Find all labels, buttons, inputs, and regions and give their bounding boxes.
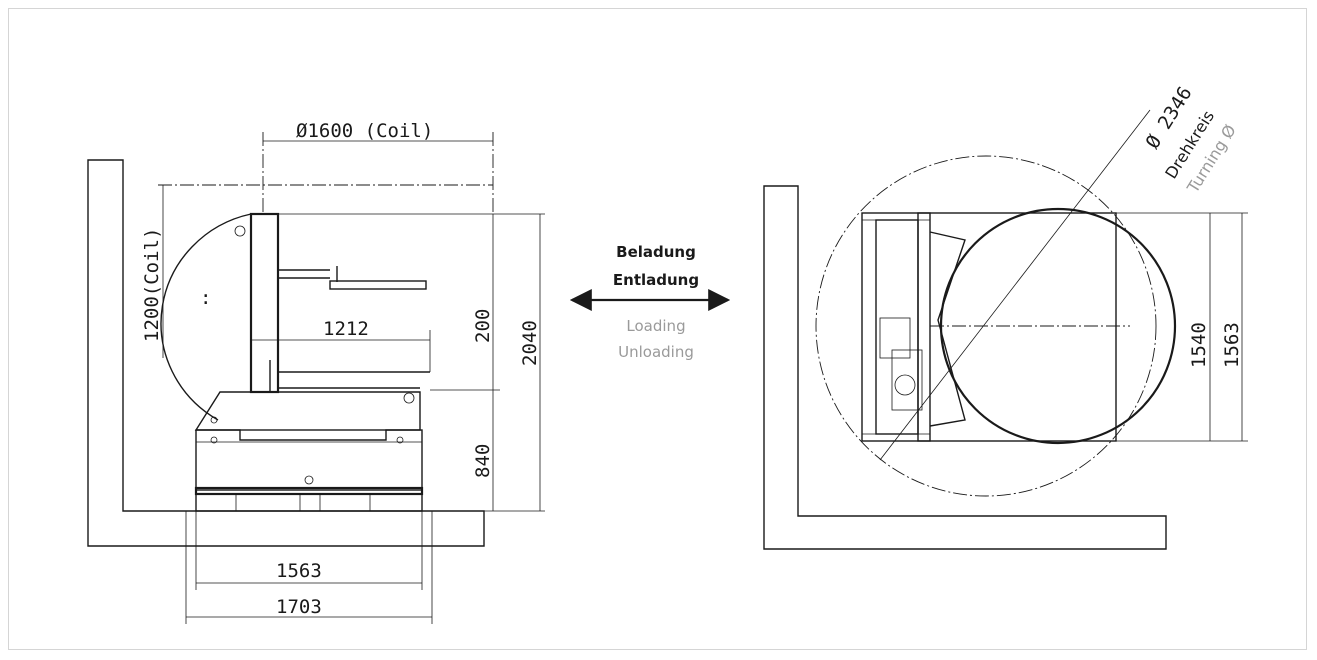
loading-indicator: Beladung Entladung Loading Unloading [569, 243, 731, 361]
dim-2040: 2040 [519, 320, 541, 366]
svg-text::: : [200, 287, 211, 309]
turning-circle [815, 155, 1157, 497]
label-beladung: Beladung [616, 243, 696, 261]
label-unloading: Unloading [618, 343, 694, 361]
base-left [194, 391, 424, 512]
dim-1703: 1703 [276, 596, 322, 618]
wall-floor-right [763, 185, 1167, 550]
dimensions-left [158, 132, 545, 624]
machine-plan [861, 212, 1117, 442]
dim-1563-right: 1563 [1221, 322, 1243, 368]
right-view: Ø 2346 Drehkreis Turning Ø 1540 1563 [763, 83, 1248, 550]
drawing-frame [8, 8, 1307, 650]
label-entladung: Entladung [613, 271, 699, 289]
dimensions-right [1116, 212, 1248, 442]
dim-200: 200 [472, 309, 494, 343]
dim-840: 840 [472, 444, 494, 478]
coil-diameter-label: Ø1600 (Coil) [296, 120, 433, 142]
dim-1563-left: 1563 [276, 560, 322, 582]
left-view: : [87, 120, 545, 624]
dim-1212: 1212 [323, 318, 369, 340]
coil-left: : [160, 213, 415, 421]
coil-height-label: 1200(Coil) [141, 228, 163, 342]
label-loading: Loading [626, 317, 685, 335]
dim-1540: 1540 [1188, 322, 1210, 368]
column-left [249, 212, 430, 394]
